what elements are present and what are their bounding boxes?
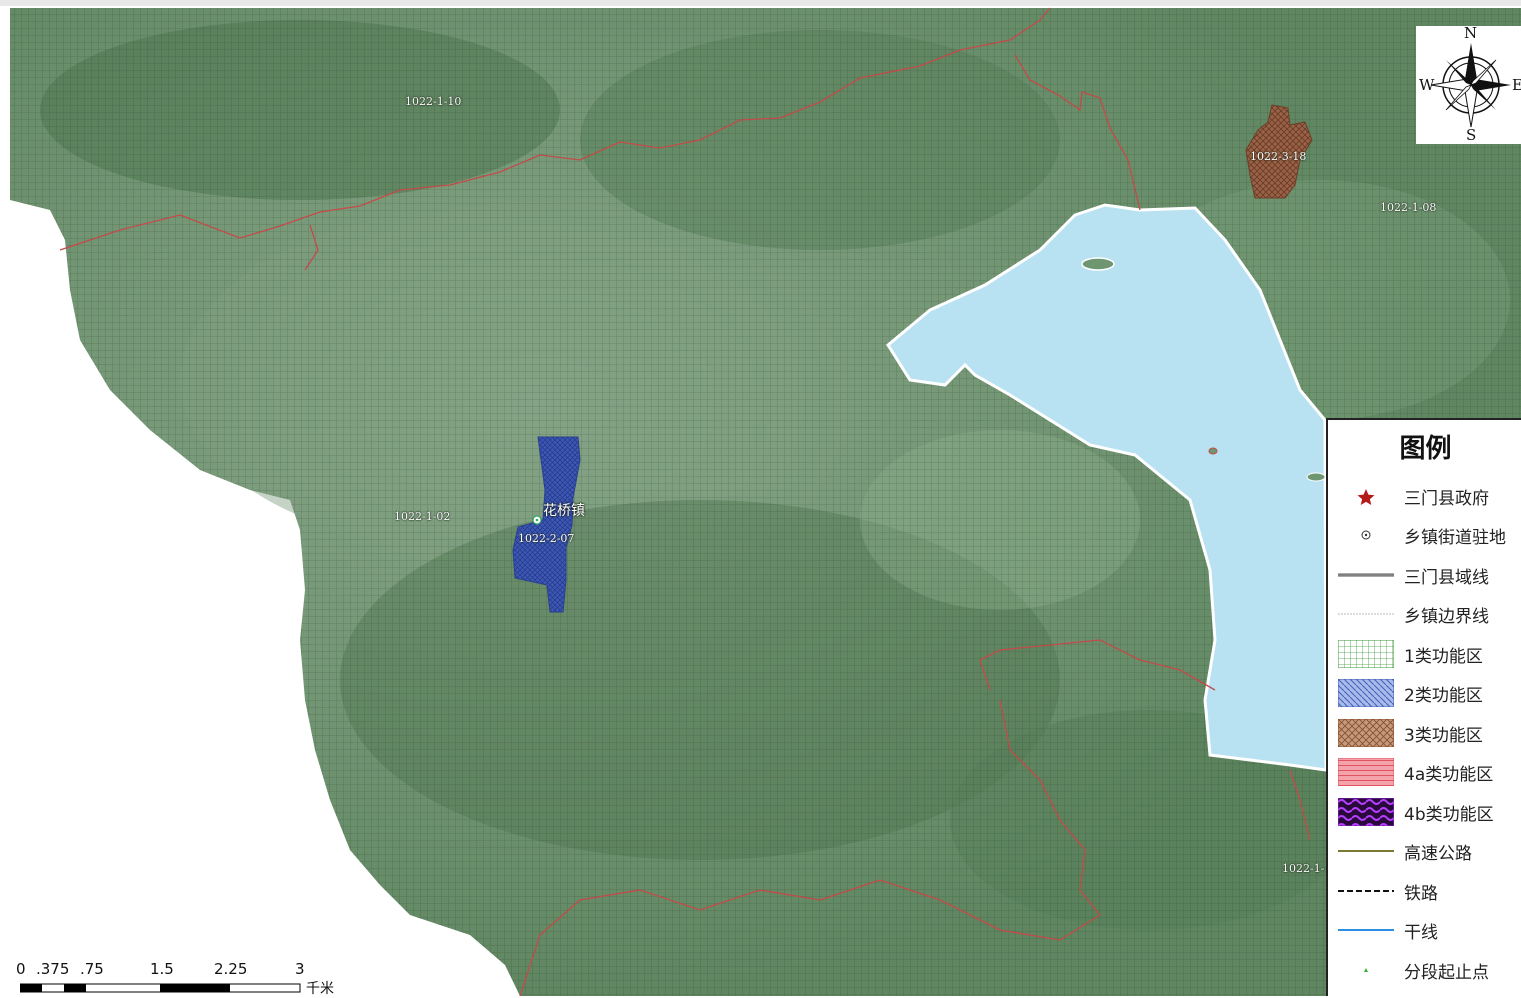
- scale-tick-label: 3: [295, 960, 305, 978]
- zone-label: 1022-1-10: [405, 95, 462, 108]
- legend-item-town: 乡镇街道驻地: [1328, 517, 1521, 553]
- scale-bar-graphic: [20, 983, 301, 993]
- diagonal-fill-swatch: [1338, 679, 1394, 707]
- legend-item-segment: 分段起止点: [1328, 952, 1521, 988]
- legend-label: 分段起止点: [1404, 963, 1489, 983]
- stripe-fill-swatch: [1338, 758, 1394, 786]
- island: [1208, 447, 1218, 455]
- star-icon: [1357, 489, 1375, 505]
- legend-item-zone2: 2类功能区: [1328, 675, 1521, 711]
- town-boundary: [1289, 769, 1311, 841]
- town-boundary: [59, 7, 1051, 251]
- legend-item-zone1: 1类功能区: [1328, 636, 1521, 672]
- legend-item-zone4a: 4a类功能区: [1328, 754, 1521, 790]
- legend-label: 4b类功能区: [1404, 805, 1494, 825]
- trunk-line-icon: [1338, 929, 1394, 931]
- legend-item-county-line: 三门县域线: [1328, 557, 1521, 593]
- legend-panel: 图例 三门县政府 乡镇街道驻地 三门县域线 乡镇边界线: [1326, 418, 1521, 996]
- town-name-label: 花桥镇: [543, 503, 585, 519]
- legend-label: 高速公路: [1404, 844, 1472, 864]
- zone-label: 1022-1-: [1282, 862, 1325, 875]
- railway-dashed-icon: [1338, 890, 1394, 892]
- scale-unit-label: 千米: [306, 981, 334, 997]
- legend-item-trunk: 干线: [1328, 912, 1521, 948]
- island: [1306, 472, 1326, 482]
- town-line-icon: [1338, 613, 1394, 615]
- zone2-polygon[interactable]: [512, 436, 581, 613]
- legend-label: 4a类功能区: [1404, 765, 1494, 785]
- highway-line-icon: [1338, 850, 1394, 852]
- circle-dot-icon: [1361, 530, 1371, 540]
- scale-tick-label: .375: [36, 960, 70, 978]
- scale-bar: 0 .375 .75 1.5 2.25 3 千米: [8, 960, 348, 997]
- north-arrow: N S W E: [1416, 24, 1521, 144]
- legend-title: 图例: [1399, 434, 1452, 464]
- compass-w: W: [1419, 76, 1435, 94]
- island: [1081, 257, 1115, 271]
- town-boundary: [979, 639, 1216, 691]
- town-seat-marker-dot: [535, 518, 539, 522]
- legend-label: 铁路: [1404, 884, 1438, 904]
- wave-fill-swatch: [1338, 798, 1394, 826]
- zone-label: 1022-2-07: [518, 532, 575, 545]
- legend-item-zone3: 3类功能区: [1328, 715, 1521, 751]
- grid-fill-swatch: [1338, 640, 1394, 668]
- crosshatch-fill-swatch: [1338, 719, 1394, 747]
- compass-e: E: [1512, 76, 1521, 94]
- legend-item-gov: 三门县政府: [1328, 478, 1521, 514]
- zone-label: 1022-3-18: [1250, 150, 1307, 163]
- county-line-icon: [1338, 573, 1394, 577]
- legend-label: 三门县域线: [1404, 568, 1489, 588]
- compass-s: S: [1466, 126, 1477, 144]
- scale-tick-label: 1.5: [150, 960, 174, 978]
- reservoir-water: [886, 203, 1328, 772]
- town-boundary: [304, 224, 319, 271]
- legend-item-highway: 高速公路: [1328, 833, 1521, 869]
- frame-top-border: [0, 0, 1521, 6]
- legend-label: 2类功能区: [1404, 686, 1483, 706]
- zone-label: 1022-1-02: [394, 510, 451, 523]
- triangle-dot-icon: [1364, 968, 1368, 972]
- compass-rose-icon: [1430, 43, 1511, 128]
- legend-label: 1类功能区: [1404, 647, 1483, 667]
- legend-item-railway: 铁路: [1328, 873, 1521, 909]
- scale-tick-label: .75: [80, 960, 104, 978]
- legend-label: 乡镇街道驻地: [1404, 528, 1506, 548]
- legend-item-zone4b: 4b类功能区: [1328, 794, 1521, 830]
- legend-label: 3类功能区: [1404, 726, 1483, 746]
- town-boundary: [1014, 54, 1141, 211]
- legend-label: 三门县政府: [1404, 489, 1489, 509]
- scale-tick-label: 2.25: [214, 960, 248, 978]
- compass-n: N: [1464, 24, 1478, 42]
- zone-label: 1022-1-08: [1380, 201, 1437, 214]
- zone3-polygon[interactable]: [1245, 104, 1313, 199]
- scale-tick-label: 0: [16, 960, 26, 978]
- town-boundary: [519, 699, 1101, 996]
- legend-item-town-line: 乡镇边界线: [1328, 596, 1521, 632]
- legend-label: 乡镇边界线: [1404, 607, 1489, 627]
- legend-label: 干线: [1404, 923, 1438, 943]
